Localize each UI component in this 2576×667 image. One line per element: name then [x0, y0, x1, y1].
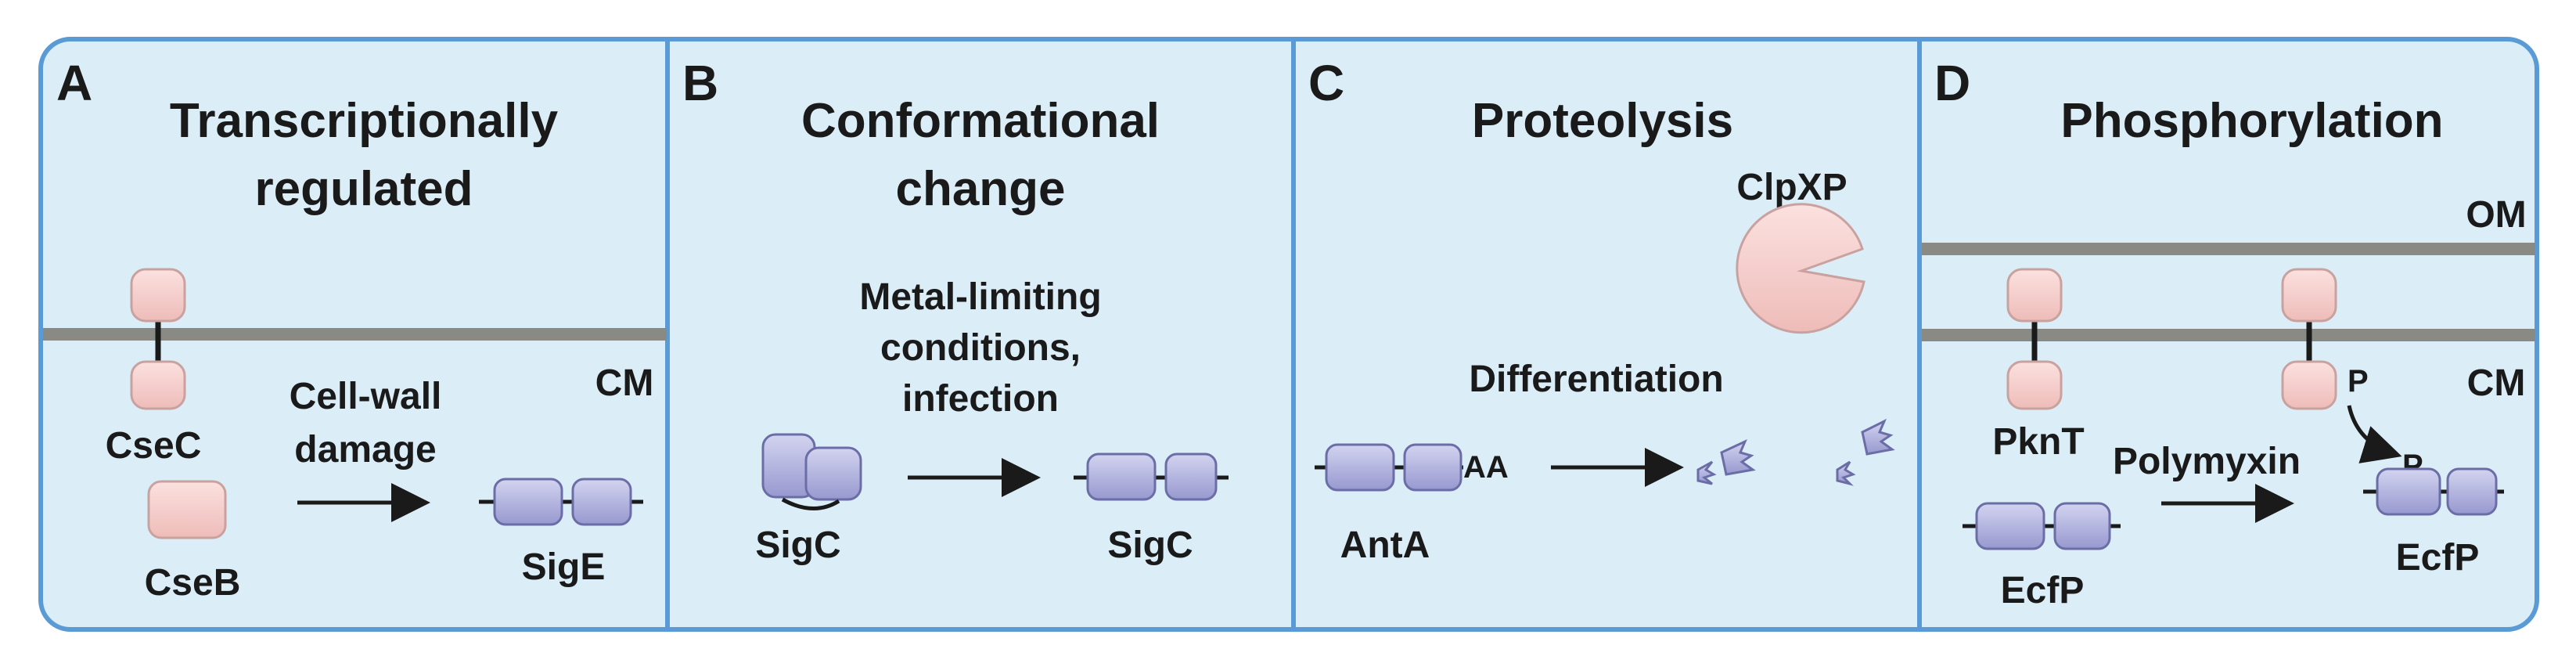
- outer-membrane: [1922, 243, 2535, 255]
- panel-d-membrane-label: CM: [2467, 362, 2526, 404]
- cseb-label: CseB: [145, 562, 241, 604]
- pknt-phosphorylated-protein: [2281, 268, 2337, 410]
- phospho-label-kinase: P: [2348, 364, 2369, 398]
- degraded-fragment-1: [1696, 438, 1756, 485]
- cytoplasmic-membrane: [43, 328, 667, 341]
- panel-b: B Conformational change Metal-limiting c…: [682, 55, 1229, 566]
- panel-a-arrow-label-line-1: Cell-wall: [290, 376, 442, 417]
- sige-label: SigE: [522, 546, 606, 588]
- panel-c: C Proteolysis ClpXP Differentiation AA A…: [1308, 55, 1895, 566]
- sigc-folded-protein: [761, 433, 862, 510]
- panel-b-arrow-label-line-2: conditions,: [880, 327, 1081, 369]
- figure-frame: [38, 37, 2539, 632]
- phospho-transfer-arrow: [2347, 405, 2402, 463]
- sige-protein: [479, 478, 643, 526]
- sigc-active-label: SigC: [1107, 525, 1193, 566]
- panel-letter-d: D: [1934, 55, 1970, 111]
- pknt-protein: [2006, 268, 2063, 410]
- cytoplasmic-membrane-d: [1922, 329, 2535, 341]
- panel-letter-b: B: [682, 55, 718, 111]
- ecfp-active-label: EcfP: [2396, 537, 2480, 579]
- ecfp-active-protein: [2363, 467, 2504, 516]
- csec-protein: [130, 268, 186, 410]
- ecfp-inactive-protein: [1963, 502, 2121, 550]
- clpxp-label: ClpXP: [1736, 167, 1847, 208]
- panel-a-membrane-label: CM: [595, 362, 654, 404]
- sigc-folded-label: SigC: [755, 525, 840, 566]
- sigc-active-protein: [1074, 452, 1229, 501]
- panel-b-arrow-label-line-3: infection: [902, 378, 1059, 420]
- panel-b-title-line-2: change: [895, 162, 1065, 216]
- panel-d: D Phosphorylation OM CM PknT P P Polymyx…: [1922, 55, 2535, 611]
- anta-label: AntA: [1340, 525, 1430, 566]
- panel-a-title-line-1: Transcriptionally: [170, 94, 559, 148]
- anta-protein: [1315, 443, 1463, 492]
- panel-c-title: Proteolysis: [1472, 94, 1733, 148]
- anta-tag-label: AA: [1463, 450, 1509, 485]
- panel-c-arrow-label: Differentiation: [1469, 359, 1723, 400]
- panel-a-title-line-2: regulated: [254, 162, 473, 216]
- panel-a: A Transcriptionally regulated CseC CseB …: [43, 55, 667, 604]
- panel-letter-c: C: [1308, 55, 1344, 111]
- outer-membrane-label: OM: [2466, 194, 2526, 236]
- panel-d-title: Phosphorylation: [2060, 94, 2443, 148]
- panel-b-arrow-label-line-1: Metal-limiting: [859, 276, 1101, 318]
- csec-label: CseC: [106, 425, 202, 467]
- pknt-label: PknT: [1992, 421, 2084, 463]
- degraded-fragment-2: [1836, 418, 1895, 486]
- panel-b-title-line-1: Conformational: [801, 94, 1160, 148]
- cseb-protein: [147, 480, 227, 539]
- panel-a-arrow-label-line-2: damage: [294, 429, 436, 471]
- clpxp-protease: [1736, 203, 1865, 334]
- panel-d-arrow-label: Polymyxin: [2113, 441, 2301, 482]
- panel-letter-a: A: [56, 55, 92, 111]
- ecfp-inactive-label: EcfP: [2001, 570, 2085, 611]
